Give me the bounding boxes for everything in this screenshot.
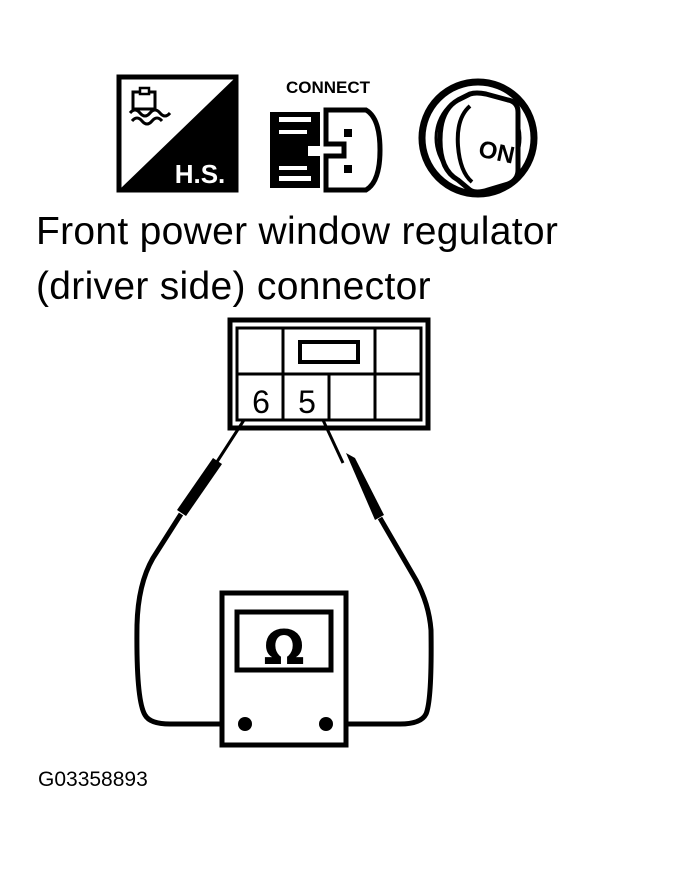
meter-terminal-right [319,717,333,731]
heat-state-label: H.S. [175,159,226,189]
figure-id: G03358893 [38,768,148,791]
title-line-2: (driver side) connector [36,265,431,308]
probe-lead-right [321,419,434,727]
probe-lead-left [134,419,246,727]
harness-connector: 6 5 [227,317,431,431]
terminal-5-label: 5 [298,384,316,420]
connect-label: CONNECT [286,78,371,97]
ohm-symbol: Ω [264,620,305,676]
ohmmeter: Ω [219,590,349,748]
title-line-1: Front power window regulator [36,210,559,253]
ignition-key-on-icon: ON [418,78,538,198]
connector-connect-icon: CONNECT [270,78,383,193]
heat-state-icon: H.S. [116,74,239,193]
meter-terminal-left [238,717,252,731]
heater-device-icon [128,86,172,126]
terminal-6-label: 6 [252,384,270,420]
